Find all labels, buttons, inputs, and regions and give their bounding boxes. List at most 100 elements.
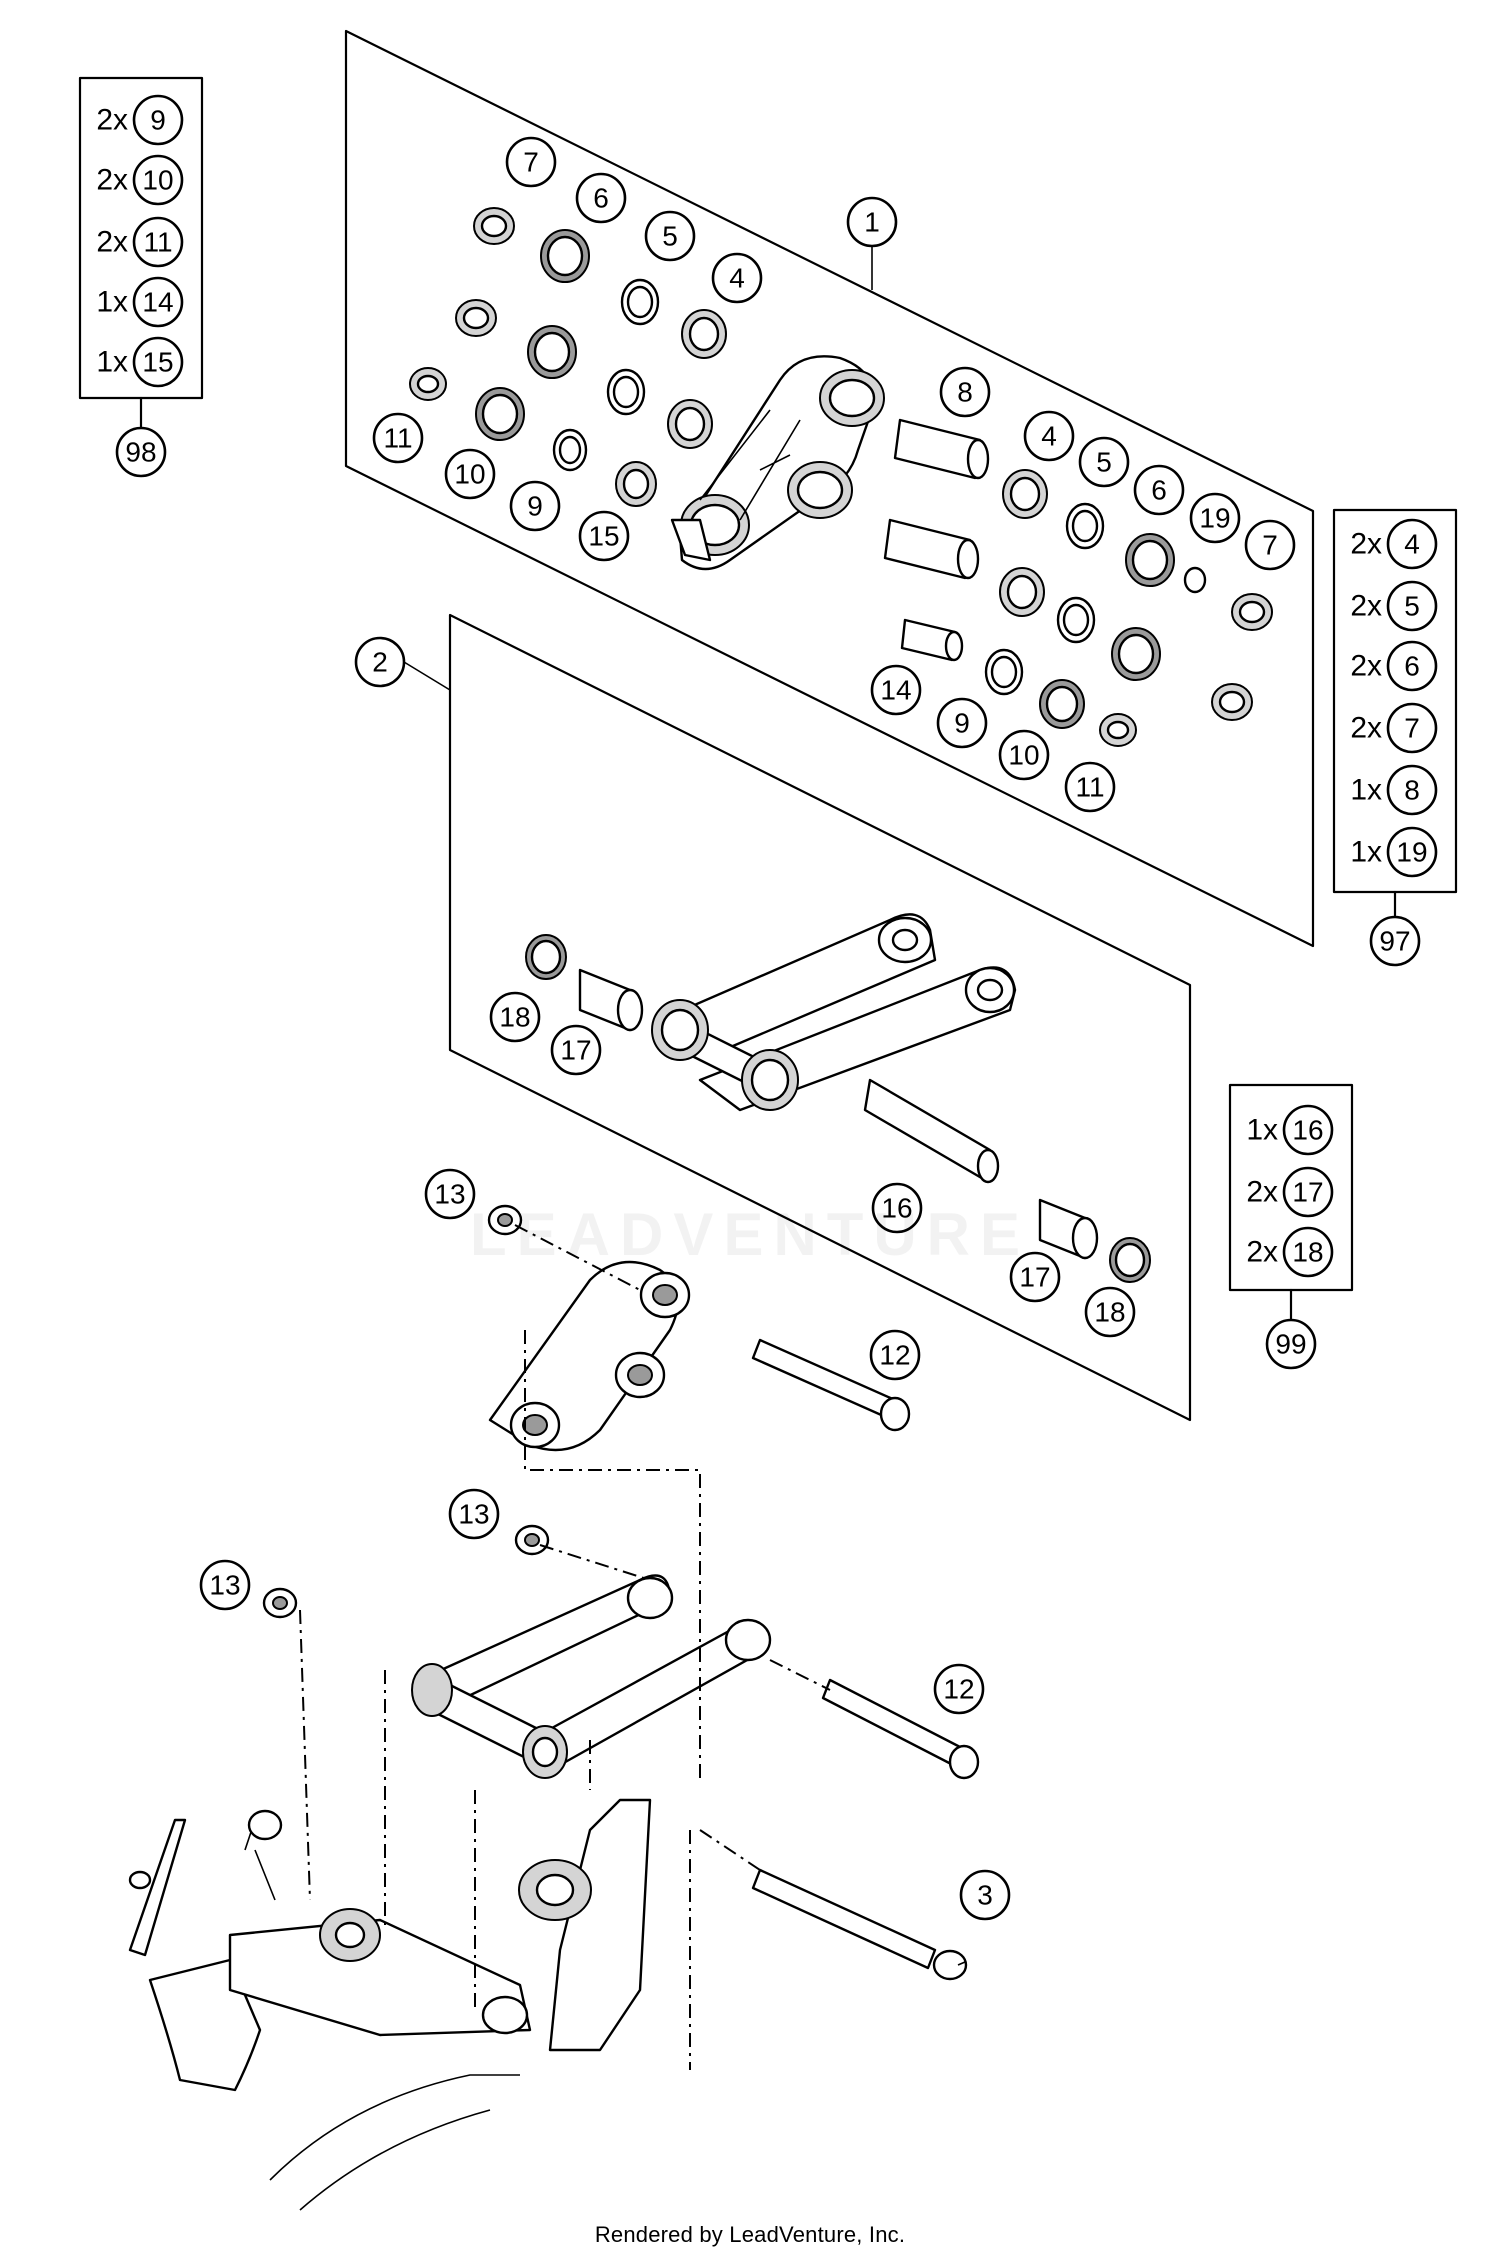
kit-97-row-2-part: 5	[1404, 591, 1420, 622]
callout-15: 15	[578, 510, 630, 562]
frame-swingarm-section	[128, 1798, 652, 2211]
kit-98-row-2-qty: 2x	[96, 164, 128, 197]
svg-text:18: 18	[1094, 1297, 1125, 1328]
callout-5a: 5	[644, 210, 696, 262]
callout-6b: 6	[1133, 464, 1185, 516]
kit-97-row-3-part: 6	[1404, 651, 1420, 682]
kit-97-row-6-part: 19	[1396, 837, 1427, 868]
callout-13c: 13	[199, 1559, 251, 1611]
svg-text:6: 6	[593, 183, 609, 214]
bolt-3	[751, 1868, 968, 1981]
svg-text:13: 13	[458, 1499, 489, 1530]
callout-9a: 9	[509, 480, 561, 532]
svg-text:5: 5	[1096, 447, 1112, 478]
svg-text:12: 12	[879, 1340, 910, 1371]
svg-text:14: 14	[880, 675, 911, 706]
kit-98-rows: 2x 9 2x 10 2x 11 1x 14 1x 15	[96, 94, 184, 388]
kit-98-id: 98	[125, 437, 156, 468]
kit-98-row-4-qty: 1x	[96, 286, 128, 319]
kit-99-row-1-qty: 1x	[1246, 1114, 1278, 1147]
kit-99-row-1-part: 16	[1292, 1115, 1323, 1146]
assembly-panel-2	[448, 613, 1192, 1422]
callout-17b: 17	[1009, 1251, 1061, 1303]
svg-text:18: 18	[499, 1002, 530, 1033]
kit-97-row-1-qty: 2x	[1350, 528, 1382, 561]
bushing-seal-set-panel2	[525, 934, 1151, 1283]
svg-text:4: 4	[1041, 421, 1057, 452]
callout-4b: 4	[1023, 410, 1075, 462]
kit-98-row-2-part: 10	[142, 165, 173, 196]
svg-text:11: 11	[383, 423, 412, 454]
kit-97-row-4-part: 7	[1404, 713, 1420, 744]
render-credit-footer: Rendered by LeadVenture, Inc.	[594, 2222, 906, 2247]
callout-bubbles: 1 2 3 4 4 5 5 6 6 7 7 8 9 9 10 10 11 11 …	[199, 136, 1296, 1921]
bearing-seal-set-right	[883, 418, 1273, 747]
callout-5b: 5	[1078, 436, 1130, 488]
kit-97-row-3-qty: 2x	[1350, 650, 1382, 683]
callout-leaders	[403, 247, 966, 1966]
kit-97-row-5-qty: 1x	[1350, 774, 1382, 807]
linkage-lever-part-panel2	[651, 913, 1017, 1112]
assembly-panel-1	[344, 29, 1315, 948]
nut-13-middle	[514, 1524, 550, 1556]
svg-text:7: 7	[1262, 530, 1278, 561]
svg-text:8: 8	[957, 377, 973, 408]
kit-97-row-2-qty: 2x	[1350, 590, 1382, 623]
svg-text:1: 1	[864, 207, 880, 238]
callout-12b: 12	[933, 1663, 985, 1715]
kit-98-row-4-part: 14	[142, 287, 173, 318]
reversing-lever-part	[670, 355, 885, 571]
svg-text:6: 6	[1151, 475, 1167, 506]
svg-text:19: 19	[1199, 503, 1230, 534]
svg-text:15: 15	[588, 521, 619, 552]
kit-98-row-3-part: 11	[143, 227, 172, 258]
nut-13-upper	[487, 1204, 523, 1236]
callout-17a: 17	[550, 1024, 602, 1076]
kit-97-row-5-part: 8	[1404, 775, 1420, 806]
callout-7b: 7	[1244, 519, 1296, 571]
callout-2: 2	[354, 636, 406, 688]
kit-97-row-1-part: 4	[1404, 529, 1420, 560]
kit-98-row-5-qty: 1x	[96, 346, 128, 379]
kit-98-row-1-qty: 2x	[96, 104, 128, 137]
svg-text:9: 9	[954, 708, 970, 739]
kit-98-row-3-qty: 2x	[96, 226, 128, 259]
kit-97-row-4-qty: 2x	[1350, 712, 1382, 745]
svg-text:13: 13	[434, 1179, 465, 1210]
kit-97-rows: 2x 4 2x 5 2x 6 2x 7 1x 8 1x 19	[1350, 518, 1438, 878]
kit-99-row-2-part: 17	[1292, 1177, 1323, 1208]
callout-8: 8	[939, 366, 991, 418]
svg-text:9: 9	[527, 491, 543, 522]
callout-4a: 4	[711, 252, 763, 304]
callout-16: 16	[871, 1182, 923, 1234]
kit-98-row-5-part: 15	[142, 347, 173, 378]
callout-10b: 10	[998, 729, 1050, 781]
callout-7a: 7	[505, 136, 557, 188]
svg-text:7: 7	[523, 147, 539, 178]
kit-99-row-3-qty: 2x	[1246, 1236, 1278, 1269]
svg-text:16: 16	[881, 1193, 912, 1224]
callout-19: 19	[1189, 492, 1241, 544]
svg-text:13: 13	[209, 1570, 240, 1601]
svg-text:11: 11	[1075, 772, 1104, 803]
assembled-reversing-lever	[488, 1260, 691, 1452]
kit-99-rows: 1x 16 2x 17 2x 18	[1246, 1104, 1334, 1278]
kit-99-id: 99	[1275, 1329, 1306, 1360]
kit-98-row-1-part: 9	[150, 105, 166, 136]
callout-10a: 10	[444, 448, 496, 500]
callout-1: 1	[846, 196, 898, 248]
svg-text:17: 17	[1019, 1262, 1050, 1293]
kit-99-row-2-qty: 2x	[1246, 1176, 1278, 1209]
callout-9b: 9	[936, 697, 988, 749]
svg-text:17: 17	[560, 1035, 591, 1066]
callout-14: 14	[870, 664, 922, 716]
watermark-text: LEADVENTURE	[470, 1201, 1031, 1268]
callout-11a: 11	[372, 412, 424, 464]
bolt-12-lower	[821, 1678, 980, 1780]
bolt-12-upper	[751, 1338, 911, 1432]
assembly-guide-lines	[299, 1224, 831, 2070]
svg-text:3: 3	[977, 1880, 993, 1911]
callout-11b: 11	[1064, 761, 1116, 813]
bearing-seal-set-left	[409, 207, 727, 507]
